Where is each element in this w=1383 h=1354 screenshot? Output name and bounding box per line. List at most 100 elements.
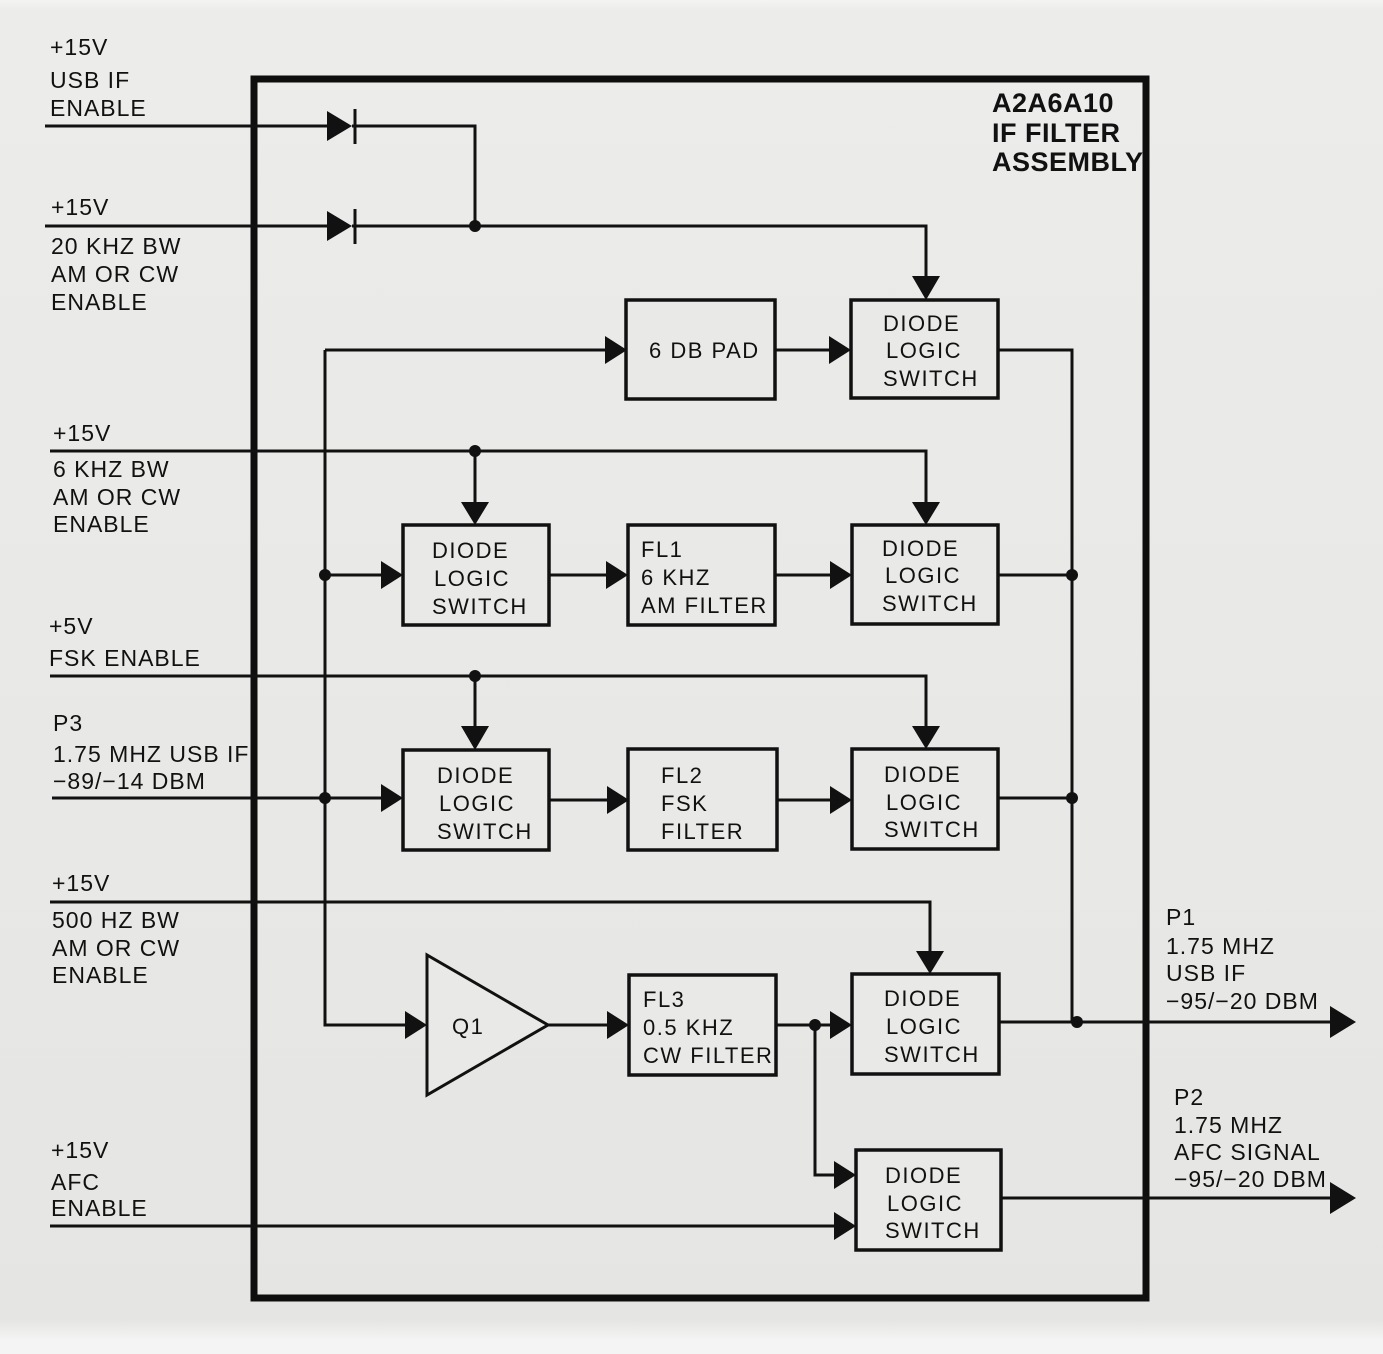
wire-6khz-enable xyxy=(50,449,928,508)
block-label: DIODE xyxy=(437,763,514,788)
block-frame xyxy=(401,523,551,627)
block-label: DIODE xyxy=(884,762,961,787)
arrow-right-icon xyxy=(1330,1182,1356,1214)
block-label: FILTER xyxy=(661,819,744,844)
block-label: FL2 xyxy=(661,763,703,788)
block-label: DIODE xyxy=(882,536,959,561)
input-label: +15V xyxy=(53,420,111,446)
diode-icon xyxy=(327,211,352,241)
arrow-down-icon xyxy=(916,951,944,974)
arrow-down-icon xyxy=(461,726,489,750)
input-20khz-enable: +15V 20 KHZ BW AM OR CW ENABLE xyxy=(51,194,181,315)
amplifier-triangle-icon xyxy=(425,952,551,1098)
block-label: DIODE xyxy=(432,538,509,563)
block-6db-pad[interactable]: 6 DB PAD xyxy=(624,298,777,401)
block-label: LOGIC xyxy=(886,338,962,363)
arrow-right-icon xyxy=(834,1212,856,1240)
input-p3: P3 1.75 MHZ USB IF −89/−14 DBM xyxy=(53,710,248,794)
block-label: 0.5 KHZ xyxy=(643,1015,734,1040)
arrow-right-icon xyxy=(381,784,403,812)
block-label: 6 DB PAD xyxy=(649,338,760,363)
block-fl1-6khz-am-filter[interactable]: FL1 6 KHZ AM FILTER xyxy=(626,523,777,627)
output-label: −95/−20 DBM xyxy=(1166,988,1319,1014)
block-frame xyxy=(627,973,778,1077)
input-label: USB IF xyxy=(50,67,130,93)
block-diode-logic-switch-1[interactable]: DIODE LOGIC SWITCH xyxy=(849,298,1000,400)
block-frame xyxy=(854,1148,1003,1252)
block-frame xyxy=(401,748,551,852)
arrow-down-icon xyxy=(912,726,940,749)
block-label: AM FILTER xyxy=(641,593,768,618)
block-label: SWITCH xyxy=(883,366,979,391)
wiring xyxy=(45,124,1335,1228)
block-diode-logic-switch-6[interactable]: DIODE LOGIC SWITCH xyxy=(850,972,1001,1076)
wire-fl3-to-dls7 xyxy=(813,1025,839,1177)
junction-dot xyxy=(469,445,481,457)
block-label: LOGIC xyxy=(886,1014,962,1039)
diode-icon xyxy=(327,111,352,141)
block-diode-logic-switch-3[interactable]: DIODE LOGIC SWITCH xyxy=(850,523,1000,626)
arrow-right-icon xyxy=(830,1011,852,1039)
output-label: P1 xyxy=(1166,904,1196,930)
block-frame xyxy=(850,523,1000,626)
block-label: FL1 xyxy=(641,537,683,562)
input-label: +15V xyxy=(51,1137,109,1163)
input-label: +15V xyxy=(50,34,108,60)
input-label: AM OR CW xyxy=(52,935,180,961)
arrow-right-icon xyxy=(606,561,628,589)
block-label: DIODE xyxy=(884,986,961,1011)
block-label: 6 KHZ xyxy=(641,565,711,590)
input-label: ENABLE xyxy=(50,95,147,121)
input-fsk-enable: +5V FSK ENABLE xyxy=(49,613,201,671)
block-diode-logic-switch-4[interactable]: DIODE LOGIC SWITCH xyxy=(401,748,551,852)
block-label: Q1 xyxy=(452,1014,484,1039)
block-label: FSK xyxy=(661,791,708,816)
input-label: 6 KHZ BW xyxy=(53,456,170,482)
block-diode-logic-switch-7[interactable]: DIODE LOGIC SWITCH xyxy=(854,1148,1003,1252)
block-fl3-cw-filter[interactable]: FL3 0.5 KHZ CW FILTER xyxy=(627,973,778,1077)
block-label: DIODE xyxy=(883,311,960,336)
block-frame xyxy=(849,298,1000,400)
arrow-right-icon xyxy=(605,336,627,364)
output-label: 1.75 MHZ xyxy=(1174,1112,1283,1138)
input-500hz-enable: +15V 500 HZ BW AM OR CW ENABLE xyxy=(52,870,180,988)
wire-fsk-enable xyxy=(50,674,928,732)
block-label: SWITCH xyxy=(882,591,978,616)
input-label: +15V xyxy=(52,870,110,896)
arrow-down-icon xyxy=(912,276,940,300)
block-label: SWITCH xyxy=(437,819,533,844)
block-fl2-fsk-filter[interactable]: FL2 FSK FILTER xyxy=(626,747,779,852)
block-frame xyxy=(626,523,777,627)
block-label: LOGIC xyxy=(434,566,510,591)
block-diode-logic-switch-2[interactable]: DIODE LOGIC SWITCH xyxy=(401,523,551,627)
input-afc-enable: +15V AFC ENABLE xyxy=(51,1137,147,1221)
output-label: 1.75 MHZ xyxy=(1166,933,1275,959)
input-usb-if-enable: +15V USB IF ENABLE xyxy=(50,34,147,121)
input-label: FSK ENABLE xyxy=(49,645,201,671)
junction-dot xyxy=(1071,1016,1083,1028)
block-diode-logic-switch-5[interactable]: DIODE LOGIC SWITCH xyxy=(850,747,1000,851)
block-label: LOGIC xyxy=(886,790,962,815)
block-q1-amplifier[interactable]: Q1 xyxy=(425,952,551,1098)
junction-dot xyxy=(1066,569,1078,581)
input-label: +5V xyxy=(49,613,94,639)
arrow-right-icon xyxy=(830,561,852,589)
junction-dot xyxy=(469,220,481,232)
input-label: +15V xyxy=(51,194,109,220)
title-line-2: IF FILTER xyxy=(992,118,1120,148)
junctions xyxy=(319,220,1083,1031)
block-label: SWITCH xyxy=(432,594,528,619)
input-label: 20 KHZ BW xyxy=(51,233,181,259)
output-label: −95/−20 DBM xyxy=(1174,1166,1327,1192)
block-label: SWITCH xyxy=(884,1042,980,1067)
block-frame xyxy=(850,747,1000,851)
junction-dot xyxy=(809,1019,821,1031)
junction-dot xyxy=(319,569,331,581)
arrow-right-icon xyxy=(381,561,403,589)
arrow-down-icon xyxy=(912,502,940,525)
block-label: DIODE xyxy=(885,1163,962,1188)
block-label: CW FILTER xyxy=(643,1043,773,1068)
output-label: AFC SIGNAL xyxy=(1174,1139,1321,1165)
block-label: FL3 xyxy=(643,987,685,1012)
